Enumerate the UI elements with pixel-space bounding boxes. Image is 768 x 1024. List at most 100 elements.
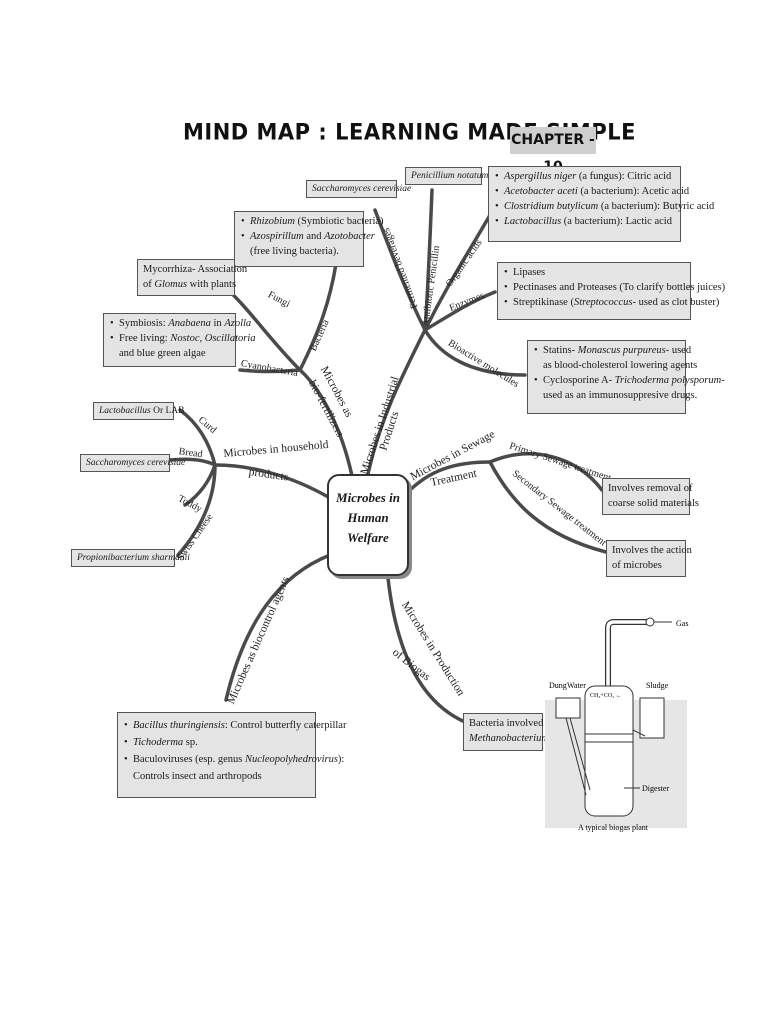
biocontrol-note: Controls insect and arthropods	[133, 771, 262, 782]
bioactive-text: -	[721, 375, 725, 386]
bioactive-text: - used	[665, 345, 692, 356]
sub-enzymes	[423, 290, 497, 332]
organic-acid-detail: (a bacterium): Acetic acid	[577, 186, 690, 197]
digester-label: Digester	[642, 784, 669, 793]
central-topic-line-2: Human	[347, 510, 389, 525]
outlet-pipe	[632, 729, 646, 737]
cyano-note: and blue green algae	[119, 348, 206, 359]
organic-acid-detail: (a bacterium): Butyric acid	[598, 201, 715, 212]
box-saccharomyces-bread: Saccharomyces cerevisiae	[80, 454, 185, 472]
organism-name: Trichoderma polysporum	[614, 375, 722, 386]
mycorrhiza-line-2: of Glomus with plants	[143, 277, 236, 292]
inlet-pipe	[569, 717, 591, 791]
enzyme-item: Pectinases and Proteases (To clarify bot…	[504, 280, 725, 295]
organic-acid-detail: (a bacterium): Lactic acid	[561, 216, 672, 227]
gas-valve	[645, 617, 655, 627]
organism-name: Streptococcus	[573, 297, 633, 308]
branch-industrial	[366, 328, 427, 476]
organism-name: Propionibacterium sharmanii	[77, 553, 190, 563]
organism-name: Lactobacillus	[504, 216, 562, 227]
methane-label: CH₄+CO₂ ←	[590, 693, 622, 699]
rhizobium-note: (free living bacteria).	[250, 246, 339, 257]
sub-fungi	[226, 288, 302, 372]
lactobacillus-rest: Or LAB	[150, 406, 185, 416]
organic-acid-item: Aspergillus niger (a fungus): Citric aci…	[495, 169, 675, 184]
box-secondary-treatment: Involves the action of microbes	[606, 540, 692, 577]
connector-text: and	[303, 231, 325, 242]
organism-name: Aspergillus niger	[504, 171, 577, 182]
sub-bioactive	[423, 328, 527, 377]
sub-cyano	[238, 368, 302, 374]
biocontrol-text: sp.	[183, 737, 198, 748]
organic-acid-item: Lactobacillus (a bacterium): Lactic acid	[495, 214, 675, 229]
biogas-caption: A typical biogas plant	[578, 823, 649, 832]
sub-secondary	[488, 460, 608, 554]
sludge-outlet-tank	[639, 697, 665, 739]
sub-fermented	[373, 208, 427, 332]
organic-acid-item: Acetobacter aceti (a bacterium): Acetic …	[495, 184, 689, 199]
organism-name: Saccharomyces cerevisiae	[86, 458, 186, 468]
box-cyanobacteria: Symbiosis: Anabaena in Azolla Free livin…	[103, 313, 256, 367]
organism-name: Azolla	[224, 318, 252, 329]
sub-organic	[423, 213, 492, 332]
biocontrol-text: : Control butterfly caterpillar	[224, 720, 347, 731]
box-biocontrol-agents: Bacillus thuringiensis: Control butterfl…	[117, 712, 346, 798]
box-organic-acids: Aspergillus niger (a fungus): Citric aci…	[488, 166, 714, 242]
branch-biogas	[386, 576, 467, 724]
statins-use: as blood-cholesterol lowering agents	[543, 360, 698, 371]
inlet-pipe-2	[565, 717, 587, 796]
methano-line-2: Methanobacterium	[469, 731, 549, 746]
sub-primary	[488, 452, 604, 492]
biocontrol-text: ):	[337, 754, 345, 765]
sub-swiss	[176, 463, 217, 557]
cyano-item: Symbiosis: Anabaena in Azolla	[110, 316, 251, 331]
primary-line-1: Involves removal of	[608, 483, 693, 494]
biocontrol-text: Baculoviruses (esp. genus	[133, 754, 245, 765]
organism-name: Azospirillum	[250, 231, 304, 242]
biocontrol-item: Baculoviruses (esp. genus Nucleopolyhedr…	[124, 751, 344, 768]
bioactive-item: Statins- Monascus purpureus- used	[534, 343, 691, 358]
digester-tank	[584, 685, 634, 817]
branch-household	[213, 463, 332, 500]
cyano-text: Symbiosis:	[119, 318, 169, 329]
organic-acid-item: Clostridium butylicum (a bacterium): But…	[495, 199, 714, 214]
box-penicillium: Penicillium notatum	[405, 167, 488, 185]
central-topic-line-3: Welfare	[347, 530, 389, 545]
box-rhizobium: Rhizobium (Symbiotic bacteria) Azospiril…	[234, 211, 384, 267]
secondary-line-1: Involves the action	[612, 545, 692, 556]
box-bioactive-molecules: Statins- Monascus purpureus- used as blo…	[527, 340, 725, 414]
water-label: Water	[567, 681, 586, 690]
cyano-text: in	[210, 318, 225, 329]
mycorrhiza-rest: with plants	[187, 279, 237, 290]
organism-name: Nucleopolyhedrovirus	[244, 754, 338, 765]
branch-biocontrol	[224, 553, 332, 702]
secondary-line-2: of microbes	[612, 560, 662, 571]
central-topic: Microbes in Human Welfare	[327, 474, 409, 576]
box-lactobacillus: Lactobacillus Or LAB	[93, 402, 185, 420]
dung-inlet-tank	[555, 697, 581, 719]
cyano-item: Free living: Nostoc, Oscillatoria	[110, 331, 256, 346]
rhizobium-detail: (Symbiotic bacteria)	[294, 216, 384, 227]
organism-name: Azotobacter	[324, 231, 375, 242]
cyano-text: Free living:	[119, 333, 171, 344]
box-primary-treatment: Involves removal of coarse solid materia…	[602, 478, 699, 515]
box-mycorrhiza: Mycorrhiza- Association of Glomus with p…	[137, 259, 248, 296]
rhizobium-item: Azospirillum and Azotobacter	[241, 229, 375, 244]
enzyme-item: Streptikinase (Streptococcus- used as cl…	[504, 295, 719, 310]
cyclosporine-use: used as an immunosuppresive drugs.	[543, 390, 698, 401]
central-topic-line-1: Microbes in	[336, 490, 400, 505]
organism-name: Glomus	[154, 279, 188, 290]
bioactive-item: Cyclosporine A- Trichoderma polysporum-	[534, 373, 725, 388]
gas-pipe-inner	[606, 620, 650, 686]
sub-bread	[168, 457, 217, 467]
organism-name: Nostoc, Oscillatoria	[170, 333, 256, 344]
organism-name: Acetobacter aceti	[504, 186, 578, 197]
mycorrhiza-line-1: Mycorrhiza- Association	[143, 264, 248, 275]
methano-line-1: Bacteria involved is	[469, 718, 553, 729]
biocontrol-item: Tichoderma sp.	[124, 734, 310, 751]
organism-name: Anabaena	[168, 318, 211, 329]
gas-label: Gas	[676, 619, 688, 628]
